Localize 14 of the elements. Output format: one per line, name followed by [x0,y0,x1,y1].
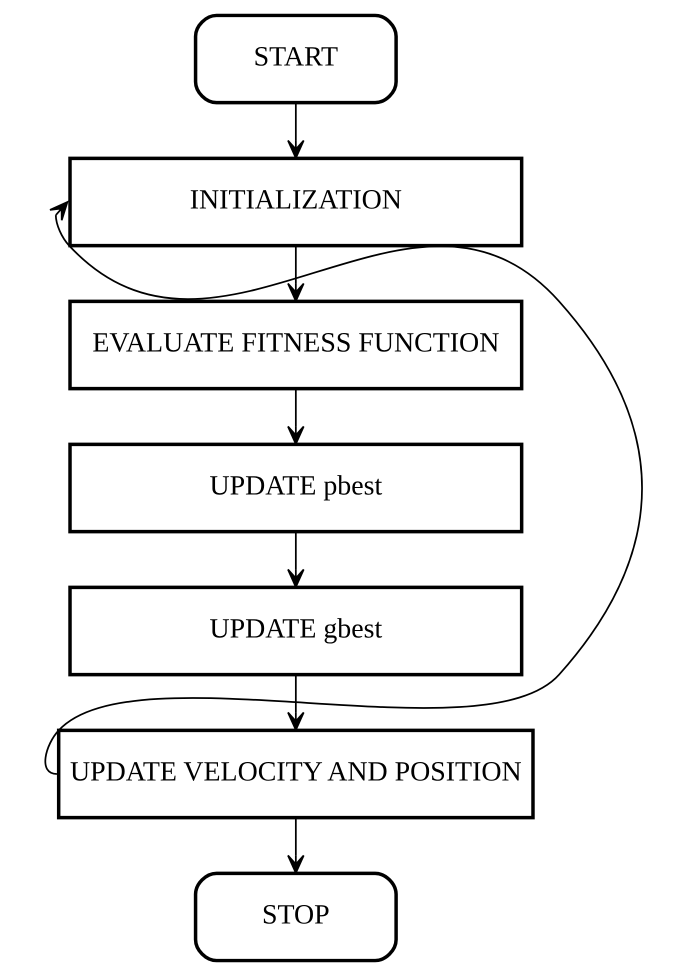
arrow [287,246,305,302]
arrow [287,532,305,588]
arrow [287,388,305,445]
node-box: STOP [194,872,398,962]
node-box: START [194,14,398,104]
arrow [287,102,305,159]
node-box: EVALUATE FITNESS FUNCTION [68,300,524,390]
node-box: INITIALIZATION [68,156,524,248]
arrow [287,674,305,731]
arrow [44,201,643,775]
arrow [287,818,305,874]
node-box: UPDATE pbest [68,442,524,534]
node-box: UPDATE gbest [68,586,524,676]
node-box: UPDATE VELOCITY AND POSITION [56,728,535,820]
